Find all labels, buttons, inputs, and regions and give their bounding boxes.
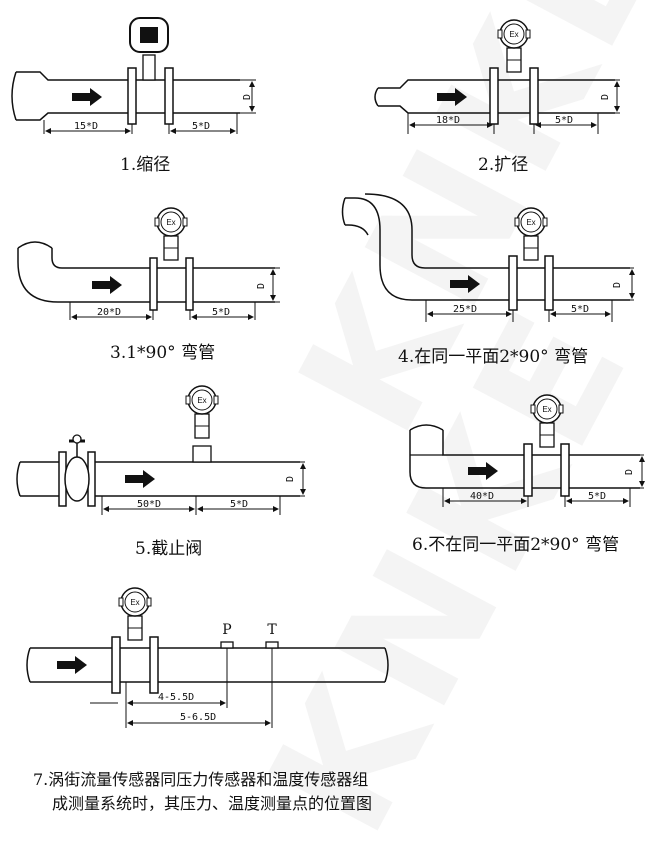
dim-upstream-2: 18*D [436,115,460,126]
diameter-label: D [624,469,635,475]
diameter-label: D [600,94,611,100]
ex-badge: Ex [130,598,139,607]
temperature-point-label: T [267,622,277,638]
caption-1: 1.缩径 [120,155,171,175]
dim-downstream-6: 5*D [588,491,606,502]
diagram-7-pt-measurement-positions: Ex P T 4-5.5D 5-6.5D [26,587,389,728]
diagram-3-single-elbow: Ex 20*D 5*D D [17,207,280,320]
diameter-label: D [242,94,253,100]
diameter-label: D [285,476,296,482]
diagram-4-double-elbow-same-plane: Ex 25*D 5*D D [341,193,635,322]
caption-2: 2.扩径 [478,155,529,175]
dim-downstream-5: 5*D [230,499,248,510]
installation-diagram-canvas: 15*D 5*D D Ex 18*D 5*D D Ex [11,17,645,728]
dim-upstream-1: 15*D [74,121,98,132]
dim-downstream-1: 5*D [192,121,210,132]
dim-upstream-3: 20*D [97,307,121,318]
diagram-1-reducer: 15*D 5*D D [11,17,256,134]
diameter-label: D [256,283,267,289]
dim-downstream-2: 5*D [555,115,573,126]
diagram-2-expander: Ex 18*D 5*D D [374,19,620,134]
diameter-label: D [612,282,623,288]
pressure-point-label: P [222,622,231,638]
diagram-6-double-elbow-different-plane: Ex 40*D 5*D D [409,394,645,507]
dim-upstream-4: 25*D [453,304,477,315]
caption-6: 6.不在同一平面2*90° 弯管 [412,535,620,555]
caption-4: 4.在同一平面2*90° 弯管 [398,347,589,367]
ex-badge: Ex [526,218,535,227]
caption-7-line-2: 成测量系统时，其压力、温度测量点的位置图 [52,794,373,813]
dim-upstream-5: 50*D [137,499,161,510]
dim-temperature-distance: 5-6.5D [180,712,216,723]
ex-badge: Ex [542,405,551,414]
ex-badge: Ex [509,30,518,39]
caption-3: 3.1*90° 弯管 [110,343,216,363]
ex-badge: Ex [166,218,175,227]
caption-5: 5.截止阀 [135,539,203,559]
dim-pressure-distance: 4-5.5D [158,692,194,703]
dim-downstream-3: 5*D [212,307,230,318]
dim-downstream-4: 5*D [571,304,589,315]
caption-7-line-1: 7.涡街流量传感器同压力传感器和温度传感器组 [33,770,369,789]
ex-badge: Ex [197,396,206,405]
diagram-5-shutoff-valve: Ex 50*D 5*D D [16,385,306,515]
dim-upstream-6: 40*D [470,491,494,502]
